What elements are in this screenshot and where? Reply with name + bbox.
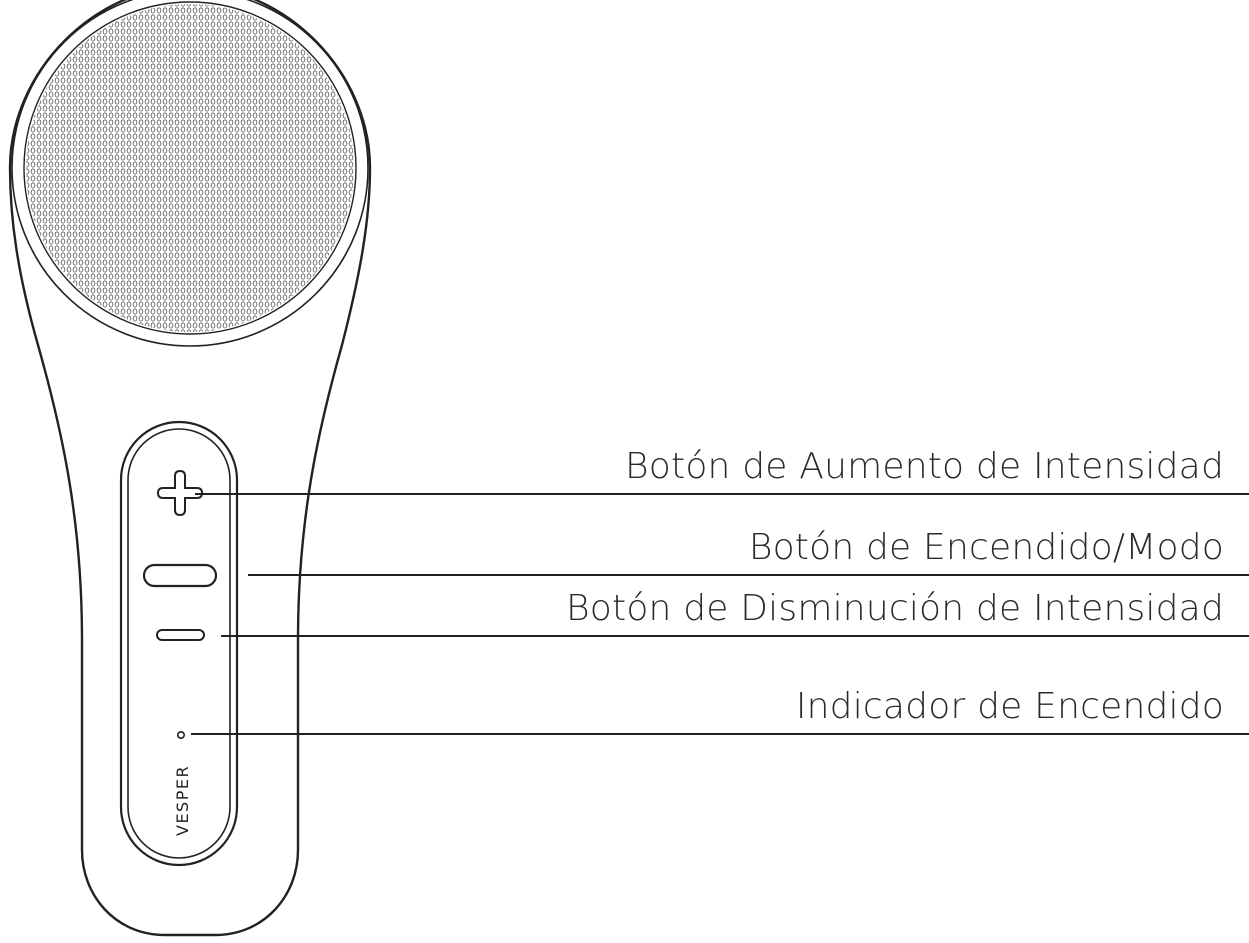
power-indicator-light [177, 730, 186, 739]
leader-line-power [248, 574, 1249, 576]
control-panel-inner [127, 428, 231, 859]
leader-line-decrease [221, 635, 1249, 637]
increase-intensity-button[interactable] [156, 469, 204, 517]
bristle-field [26, 4, 354, 332]
label-decrease-intensity-button: Botón de Disminución de Intensidad [566, 588, 1224, 629]
brand-logo: VESPER [173, 765, 192, 836]
leader-line-increase [195, 493, 1249, 495]
power-mode-button[interactable] [142, 563, 218, 588]
label-power-mode-button: Botón de Encendido/Modo [748, 527, 1224, 568]
leader-line-indicator [191, 733, 1249, 735]
control-panel [119, 420, 239, 867]
label-increase-intensity-button: Botón de Aumento de Intensidad [625, 446, 1224, 487]
brush-head-outer-ring [11, 0, 369, 347]
decrease-intensity-button[interactable] [156, 629, 205, 641]
brush-head-inner-ring [23, 1, 357, 335]
label-power-indicator: Indicador de Encendido [795, 686, 1224, 727]
